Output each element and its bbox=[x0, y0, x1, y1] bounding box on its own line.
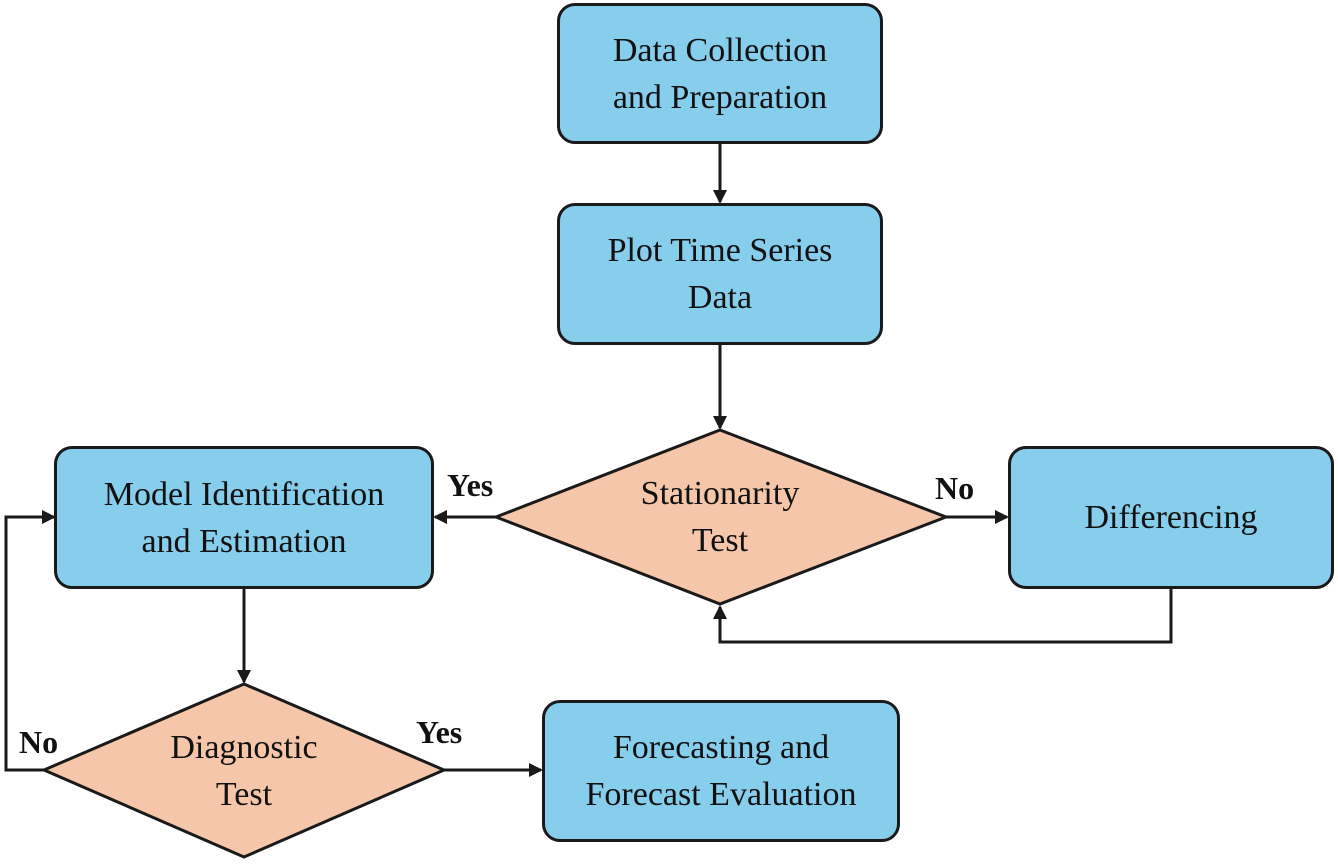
diagnostic-line2: Test bbox=[215, 776, 273, 813]
data-collection-node: Data Collection and Preparation bbox=[557, 3, 883, 144]
diagnostic-no-label: No bbox=[19, 724, 59, 760]
model-identification-node: Model Identification and Estimation bbox=[54, 446, 434, 589]
plot-series-node: Plot Time Series Data bbox=[557, 203, 883, 345]
data-collection-line1: Data Collection bbox=[612, 31, 828, 69]
stationarity-line1: Stationarity bbox=[640, 475, 800, 512]
diagnostic-text: Diagnostic Test bbox=[104, 724, 384, 818]
forecasting-line1: Forecasting and bbox=[612, 729, 830, 766]
arrow-diagnostic-no-back-to-model bbox=[4, 510, 56, 772]
model-identification-line2: and Estimation bbox=[141, 522, 347, 560]
arrow-differencing-back-to-stationarity bbox=[713, 588, 1173, 644]
data-collection-line2: and Preparation bbox=[612, 78, 828, 116]
diagnostic-line1: Diagnostic bbox=[170, 729, 318, 766]
diagnostic-decision-diamond bbox=[40, 682, 448, 859]
plot-series-line2: Data bbox=[687, 279, 753, 316]
diagnostic-yes-label: Yes bbox=[416, 714, 463, 750]
forecasting-node: Forecasting and Forecast Evaluation bbox=[542, 700, 900, 842]
stationarity-decision-diamond bbox=[491, 428, 951, 606]
plot-series-line1: Plot Time Series bbox=[607, 232, 833, 269]
stationarity-text: Stationarity Test bbox=[570, 470, 870, 564]
differencing-line1: Differencing bbox=[1084, 499, 1258, 536]
forecasting-line2: Forecast Evaluation bbox=[585, 776, 857, 813]
stationarity-no-label: No bbox=[935, 470, 975, 506]
differencing-node: Differencing bbox=[1008, 446, 1334, 589]
stationarity-yes-label: Yes bbox=[447, 467, 494, 503]
model-identification-line1: Model Identification bbox=[103, 475, 385, 513]
stationarity-line2: Test bbox=[691, 522, 749, 559]
